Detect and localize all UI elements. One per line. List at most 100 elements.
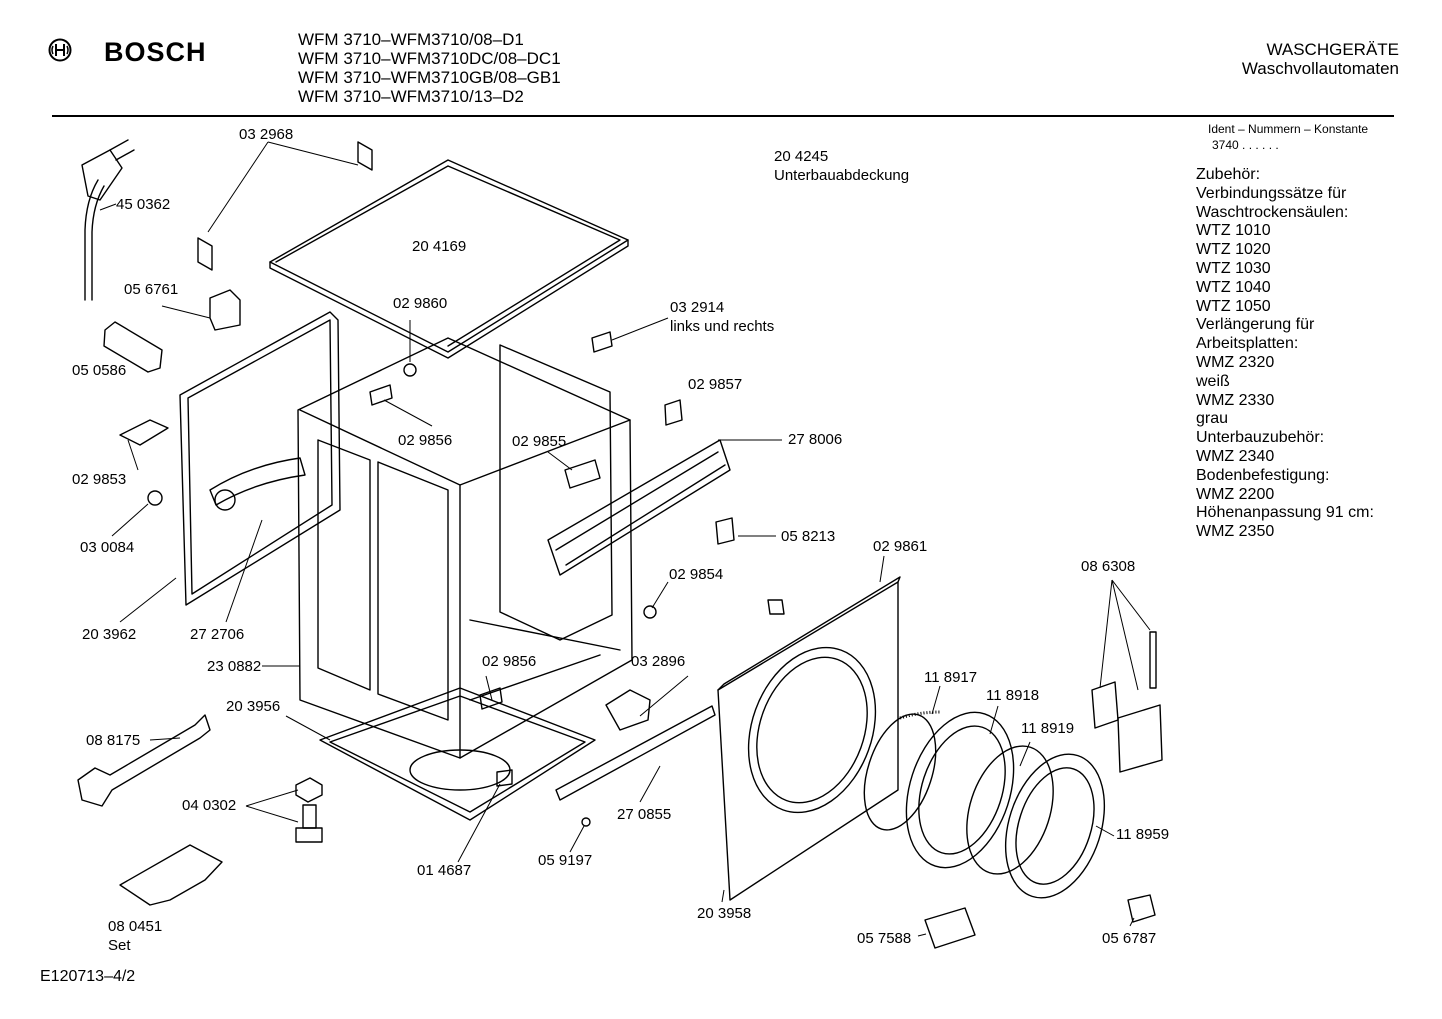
part-label: 02 9855 bbox=[512, 433, 567, 450]
top-cover-part bbox=[270, 160, 628, 358]
part-label: 03 2914 bbox=[670, 299, 725, 316]
part-label: 05 0586 bbox=[72, 362, 127, 379]
accessory-line: WTZ 1050 bbox=[1196, 297, 1271, 315]
part-label: 08 0451 bbox=[108, 918, 163, 935]
wrench-part bbox=[78, 715, 210, 806]
control-panel-bracket-part bbox=[548, 440, 730, 575]
part-label: 11 8959 bbox=[1116, 826, 1170, 843]
foot-plate-part bbox=[120, 845, 222, 905]
accessory-line: WTZ 1040 bbox=[1196, 278, 1271, 296]
part-label: 45 0362 bbox=[116, 196, 171, 213]
clip-part bbox=[497, 770, 512, 786]
bracket-part bbox=[768, 600, 784, 614]
part-label: 03 2896 bbox=[631, 653, 686, 670]
part-label: 02 9856 bbox=[482, 653, 537, 670]
door-seal-part bbox=[851, 705, 949, 839]
clip-part bbox=[716, 518, 734, 544]
door-handle-part bbox=[1128, 895, 1155, 922]
part-label: 11 8918 bbox=[986, 687, 1040, 704]
accessory-line: Waschtrockensäulen: bbox=[1196, 203, 1349, 221]
accessory-line: Bodenbefestigung: bbox=[1196, 466, 1330, 484]
part-label: 11 8919 bbox=[1021, 720, 1075, 737]
accessory-line: WMZ 2330 bbox=[1196, 391, 1275, 409]
part-label: 20 3956 bbox=[226, 698, 281, 715]
part-label: 02 9854 bbox=[669, 566, 724, 583]
clip-part bbox=[565, 460, 600, 488]
ident-label: Ident – Nummern – Konstante bbox=[1208, 122, 1369, 136]
clip-part bbox=[120, 420, 168, 445]
category-title: WASCHGERÄTE bbox=[1266, 40, 1399, 59]
hinge-part bbox=[1092, 632, 1162, 772]
part-label: 02 9860 bbox=[393, 295, 448, 312]
model-line: WFM 3710–WFM3710/08–D1 bbox=[298, 30, 524, 49]
accessory-line: WTZ 1030 bbox=[1196, 259, 1271, 277]
part-description: Set bbox=[108, 937, 131, 954]
accessory-line: WMZ 2200 bbox=[1196, 485, 1275, 503]
clip-part bbox=[370, 385, 392, 405]
part-label: 27 2706 bbox=[190, 626, 245, 643]
accessory-line: Arbeitsplatten: bbox=[1196, 335, 1299, 353]
part-description: links und rechts bbox=[670, 318, 775, 335]
door-glass-part bbox=[952, 735, 1069, 885]
part-label: 08 6308 bbox=[1081, 558, 1136, 575]
clip-part bbox=[592, 332, 612, 352]
part-label: 05 8213 bbox=[781, 528, 836, 545]
part-label: 04 0302 bbox=[182, 797, 237, 814]
accessory-line: weiß bbox=[1196, 372, 1230, 390]
bosch-logo-icon bbox=[48, 38, 72, 62]
part-label: 08 8175 bbox=[86, 732, 141, 749]
leader-lines bbox=[100, 142, 1150, 936]
accessory-line: grau bbox=[1196, 410, 1229, 428]
screw-part bbox=[582, 818, 590, 826]
part-label: 23 0882 bbox=[207, 658, 262, 675]
part-label: 20 4245 bbox=[774, 148, 829, 165]
accessory-line: Höhenanpassung 91 cm: bbox=[1196, 504, 1374, 522]
accessory-line: WMZ 2320 bbox=[1196, 353, 1275, 371]
part-label: 20 3962 bbox=[82, 626, 137, 643]
power-cord-part bbox=[82, 140, 134, 300]
cabinet-frame-part bbox=[298, 338, 632, 758]
part-label: 03 2968 bbox=[239, 126, 294, 143]
part-label: 02 9861 bbox=[873, 538, 928, 555]
part-label: 02 9853 bbox=[72, 471, 127, 488]
category-subtitle: Waschvollautomaten bbox=[1241, 59, 1399, 78]
accessory-line: WTZ 1020 bbox=[1196, 241, 1271, 259]
side-panel-part bbox=[180, 312, 340, 605]
accessory-line: WTZ 1010 bbox=[1196, 222, 1271, 240]
accessory-line: Verbindungssätze für bbox=[1196, 184, 1347, 202]
part-label: 11 8917 bbox=[924, 669, 978, 686]
part-label: 03 0084 bbox=[80, 539, 135, 556]
model-list: WFM 3710–WFM3710/08–D1 WFM 3710–WFM3710D… bbox=[298, 30, 561, 106]
accessory-line: WMZ 2350 bbox=[1196, 523, 1275, 541]
part-label: 02 9856 bbox=[398, 432, 453, 449]
front-panel-part bbox=[718, 577, 900, 900]
model-line: WFM 3710–WFM3710/13–D2 bbox=[298, 87, 524, 106]
grommet-part bbox=[644, 606, 656, 618]
bracket-part bbox=[358, 142, 372, 170]
part-label: 27 0855 bbox=[617, 806, 672, 823]
part-label: 20 4169 bbox=[412, 238, 467, 255]
capacitor-part bbox=[104, 322, 162, 372]
accessory-line: Verlängerung für bbox=[1196, 316, 1315, 334]
part-label: 20 3958 bbox=[697, 905, 752, 922]
part-label: 05 9197 bbox=[538, 852, 593, 869]
part-label: 05 6761 bbox=[124, 281, 179, 298]
grommet-part bbox=[148, 491, 162, 505]
model-line: WFM 3710–WFM3710GB/08–GB1 bbox=[298, 68, 561, 87]
clip-part bbox=[480, 688, 502, 709]
door-lock-part bbox=[925, 908, 975, 948]
door-frame-part bbox=[888, 698, 1033, 881]
accessory-line: Zubehör: bbox=[1196, 166, 1261, 183]
plug-part bbox=[404, 364, 416, 376]
part-description: Unterbauabdeckung bbox=[774, 167, 910, 184]
category-block: WASCHGERÄTE Waschvollautomaten bbox=[1100, 40, 1399, 78]
accessories-list: Zubehör: Verbindungssätze für Waschtrock… bbox=[1196, 166, 1374, 542]
seal-spring-part bbox=[900, 712, 940, 718]
ident-value: 3740 . . . . . . bbox=[1212, 138, 1279, 152]
door-ring-part bbox=[988, 741, 1121, 910]
strip-part bbox=[556, 706, 715, 800]
part-label: 01 4687 bbox=[417, 862, 472, 879]
filter-part bbox=[210, 290, 240, 330]
accessory-line: WMZ 2340 bbox=[1196, 447, 1275, 465]
